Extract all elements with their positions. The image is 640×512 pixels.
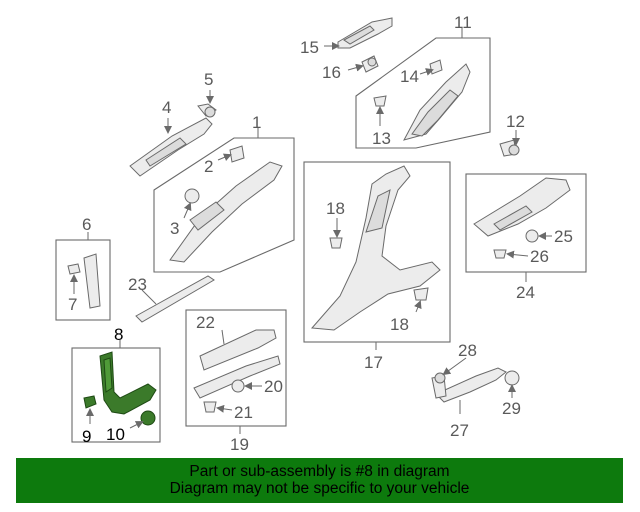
- callout-23: 23: [128, 275, 147, 294]
- parts-diagram: 15 16 11 14 13 12 4 5 1: [55, 13, 587, 454]
- part-16-bolt: [361, 55, 379, 73]
- part-18-clip-lower: [413, 287, 429, 301]
- callout-12: 12: [506, 112, 525, 131]
- callout-18-lower: 18: [390, 315, 409, 334]
- part-18-clip-upper: [329, 237, 343, 249]
- part-13-clip: [373, 95, 387, 107]
- part-29-clip: [504, 370, 520, 386]
- callout-14: 14: [400, 67, 419, 86]
- callout-26: 26: [530, 247, 549, 266]
- notice-line-2: Diagram may not be specific to your vehi…: [169, 480, 470, 497]
- part-7-clip: [67, 263, 81, 275]
- callout-28: 28: [458, 341, 477, 360]
- callout-22: 22: [196, 313, 215, 332]
- part-24-trim: [473, 177, 571, 237]
- callout-5: 5: [204, 70, 213, 89]
- part-5-screw: [197, 103, 217, 118]
- part-3-clip: [184, 188, 200, 204]
- callout-4: 4: [162, 98, 171, 117]
- part-10-nut: [140, 410, 156, 426]
- callout-19: 19: [230, 435, 249, 454]
- callout-21: 21: [234, 403, 253, 422]
- callout-8: 8: [114, 325, 123, 344]
- part-23-strip: [135, 275, 215, 323]
- group-1-frame: [153, 137, 295, 273]
- callout-24: 24: [516, 283, 535, 302]
- notice-line-1: Part or sub-assembly is #8 in diagram: [189, 463, 450, 480]
- callout-10: 10: [106, 425, 125, 444]
- part-26-clip: [493, 249, 507, 259]
- part-14-clip: [429, 59, 443, 75]
- callout-7: 7: [68, 295, 77, 314]
- part-20-nut: [231, 379, 245, 393]
- part-11-trim: [403, 63, 471, 141]
- group-6-frame: [55, 239, 111, 321]
- part-15-bracket: [337, 17, 393, 49]
- part-21-clip: [203, 401, 217, 413]
- part-9-clip: [83, 395, 97, 409]
- callout-11: 11: [454, 13, 472, 32]
- part-17-trim: [310, 165, 441, 331]
- callout-18-upper: 18: [326, 199, 345, 218]
- part-19-sill: [193, 355, 281, 399]
- part-8-trim-highlighted: [99, 351, 157, 415]
- callout-16: 16: [322, 63, 341, 82]
- part-22-sill: [199, 329, 277, 371]
- group-11-frame: [355, 37, 491, 149]
- callout-2: 2: [204, 157, 213, 176]
- part-2-clip: [229, 145, 245, 163]
- callout-13: 13: [372, 129, 391, 148]
- diagram-notice-banner: Part or sub-assembly is #8 in diagram Di…: [16, 458, 623, 503]
- callout-3: 3: [170, 219, 179, 238]
- group-17-frame: [303, 161, 451, 343]
- callout-1: 1: [252, 113, 261, 132]
- callout-17: 17: [364, 353, 383, 372]
- group-8-frame: [71, 347, 161, 443]
- callout-27: 27: [450, 421, 469, 440]
- part-1-trim: [169, 161, 283, 263]
- callout-6: 6: [82, 215, 91, 234]
- callout-15: 15: [300, 38, 319, 57]
- part-28-bolt: [431, 372, 447, 399]
- part-6-trim: [83, 253, 101, 309]
- callout-20: 20: [264, 377, 283, 396]
- part-27-bracket: [435, 367, 507, 403]
- callout-29: 29: [502, 399, 521, 418]
- callout-25: 25: [554, 227, 573, 246]
- part-4-bracket: [129, 117, 213, 177]
- group-19-frame: [185, 309, 287, 427]
- callout-9: 9: [82, 427, 91, 446]
- part-25-nut: [525, 229, 539, 243]
